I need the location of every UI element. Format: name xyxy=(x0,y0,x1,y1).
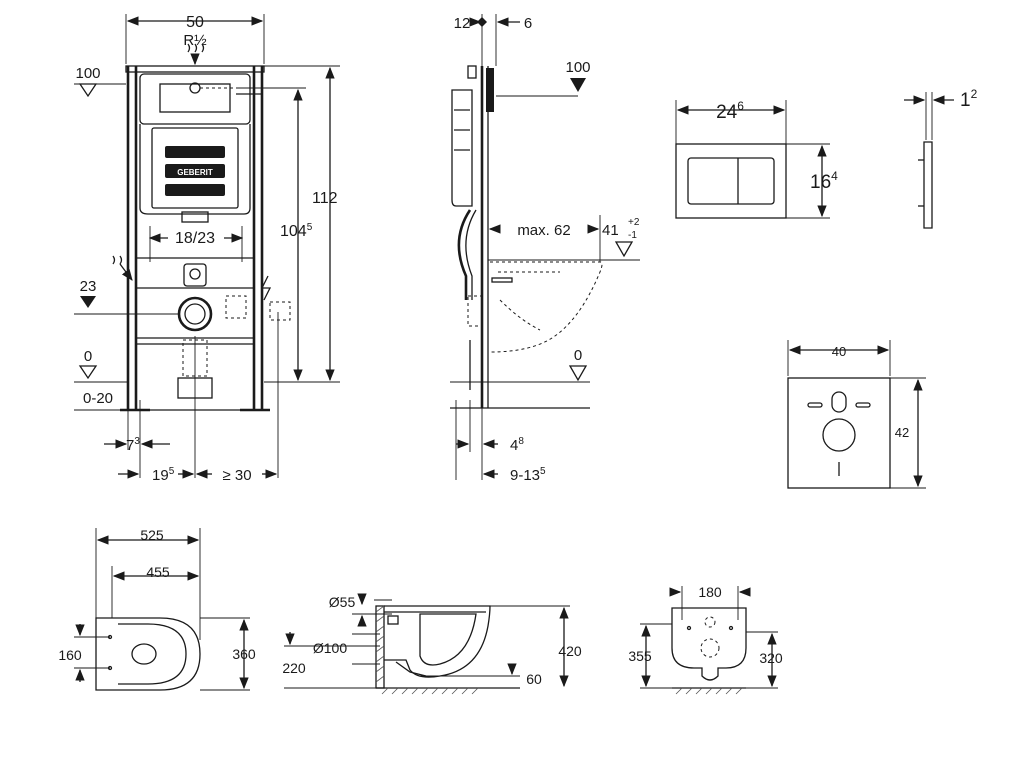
svg-text:48: 48 xyxy=(510,436,524,454)
fixing-spacing-160-label: 160 xyxy=(58,647,82,663)
plate-height-label: 16 xyxy=(810,172,831,193)
svg-text:9-135: 9-135 xyxy=(510,466,546,484)
fixing-spacing-label: 18/23 xyxy=(175,230,215,247)
bowl-inner-length-label: 455 xyxy=(146,564,170,580)
side-level-100-label: 100 xyxy=(565,59,590,76)
width-180-label: 180 xyxy=(698,584,722,600)
bowl-length-label: 525 xyxy=(140,527,164,543)
plate-height-superscript: 4 xyxy=(831,169,838,183)
svg-text:164: 164 xyxy=(810,169,838,193)
dim-19-superscript: 5 xyxy=(169,466,175,477)
dim-4-superscript: 8 xyxy=(518,436,524,447)
dim-7-label: 7 xyxy=(126,437,134,454)
level-marker-icon xyxy=(78,365,98,380)
bowl-width-label: 360 xyxy=(232,646,256,662)
height-420-label: 420 xyxy=(558,643,582,659)
dim-9-label: 9-13 xyxy=(510,467,540,484)
depth-12-label: 12 xyxy=(454,15,471,32)
dim-41-label: 41 xyxy=(602,222,619,239)
dim-60-label: 60 xyxy=(526,671,542,687)
level-23-label: 23 xyxy=(80,278,97,295)
dim-41-tolerance-plus: +2 xyxy=(628,217,640,228)
height-220-label: 220 xyxy=(282,660,306,676)
diameter-100-label: Ø100 xyxy=(313,640,347,656)
plate-width-label: 24 xyxy=(716,102,738,123)
dim-7-superscript: 3 xyxy=(134,436,140,447)
flush-plate-view: 246 164 12 xyxy=(675,87,978,229)
brand-logo: GEBERIT xyxy=(177,168,213,177)
diameter-55-label: Ø55 xyxy=(329,594,356,610)
level-0-label: 0 xyxy=(84,348,92,365)
bowl-back-view: 180 355 320 xyxy=(628,584,783,695)
height-104-superscript: 5 xyxy=(307,222,313,233)
height-112-label: 112 xyxy=(312,190,338,207)
mat-height-label: 42 xyxy=(895,425,909,440)
side-view: 12 6 100 max. 62 41 +2 -1 0 xyxy=(450,14,640,484)
svg-text:195: 195 xyxy=(152,466,175,484)
dim-19-label: 19 xyxy=(152,467,169,484)
mat-width-label: 40 xyxy=(832,344,846,359)
height-320-label: 320 xyxy=(759,650,783,666)
level-marker-icon xyxy=(78,83,98,98)
level-marker-icon xyxy=(614,241,634,258)
height-355-label: 355 xyxy=(628,648,652,664)
floor-range-label: 0-20 xyxy=(83,390,113,407)
dim-4-label: 4 xyxy=(510,437,518,454)
thread-label: R½ xyxy=(183,32,207,49)
bowl-side-view: Ø55 Ø100 220 420 xyxy=(282,593,582,695)
frame-width-label: 50 xyxy=(186,14,204,31)
svg-text:12: 12 xyxy=(960,87,978,111)
svg-text:41: 41 xyxy=(602,222,619,239)
depth-6-label: 6 xyxy=(524,15,532,32)
max-62-label: max. 62 xyxy=(517,222,570,239)
svg-text:73: 73 xyxy=(126,436,140,454)
dim-9-superscript: 5 xyxy=(540,466,546,477)
dim-41-tolerance-minus: -1 xyxy=(628,230,637,241)
side-level-0-label: 0 xyxy=(574,347,582,364)
min-30-label: ≥ 30 xyxy=(222,467,251,484)
bowl-top-view: 525 455 160 360 xyxy=(58,527,256,691)
electric-icon xyxy=(260,275,272,301)
svg-text:1045: 1045 xyxy=(280,222,313,240)
insulation-mat-view: 40 42 xyxy=(787,340,926,489)
plate-thickness-superscript: 2 xyxy=(971,87,978,101)
level-marker-icon xyxy=(570,78,586,92)
water-inlet-icon xyxy=(187,43,205,53)
water-inlet-icon xyxy=(112,255,123,265)
front-view: 50 R½ GEBERIT 18/23 xyxy=(74,14,340,484)
level-marker-icon xyxy=(80,296,96,308)
svg-text:246: 246 xyxy=(716,99,744,123)
plate-thickness-label: 1 xyxy=(960,90,971,111)
plate-width-superscript: 6 xyxy=(737,99,744,113)
height-104-label: 104 xyxy=(280,223,307,240)
level-marker-icon xyxy=(568,365,588,382)
level-100-label: 100 xyxy=(75,65,100,82)
